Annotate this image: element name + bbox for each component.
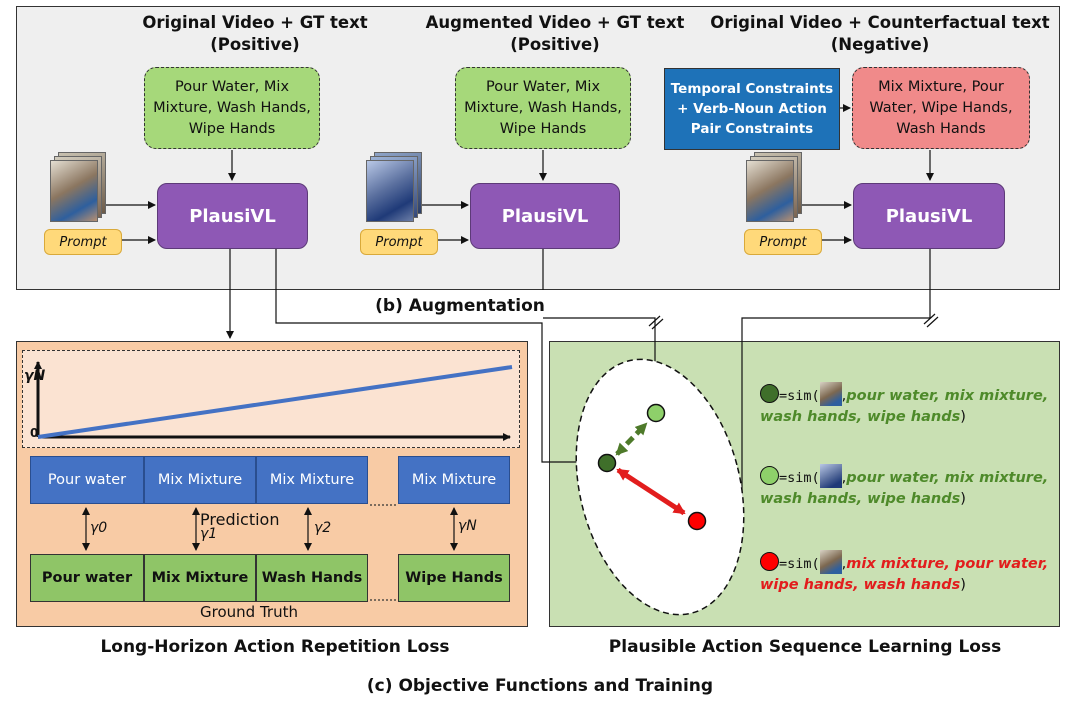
plausivl-model-3: PlausiVL — [853, 183, 1005, 249]
legend-row-augmented: =sim(,pour water, mix mixture, wash hand… — [760, 464, 1055, 510]
gamma-y-label: γN — [24, 368, 46, 384]
break-mark-1b — [651, 318, 664, 330]
constraints-box: Temporal Constraints + Verb-Noun Action … — [664, 68, 840, 150]
col3-counterfactual-text-box: Mix Mixture, Pour Water, Wipe Hands, Was… — [852, 67, 1030, 149]
original-video-thumbnail — [819, 382, 842, 406]
gamma-0: γ0 — [90, 520, 108, 536]
arrow-model1-to-embedding — [275, 249, 599, 466]
prediction-step-1: Pour water — [30, 456, 144, 504]
ground-truth-step-n: Wipe Hands — [398, 554, 510, 602]
embedding-space — [575, 358, 745, 616]
ground-truth-step-3: Wash Hands — [256, 554, 368, 602]
original-video-frames-2 — [746, 152, 802, 222]
prompt-box-2: Prompt — [360, 229, 438, 255]
augmented-video-thumbnail — [819, 464, 842, 488]
break-mark-2a — [923, 313, 936, 325]
ground-truth-label: Ground Truth — [200, 603, 298, 621]
gamma-n: γN — [458, 518, 477, 534]
light-green-point-icon — [760, 466, 779, 485]
ground-truth-step-1: Pour water — [30, 554, 144, 602]
augmentation-label: (b) Augmentation — [375, 296, 545, 316]
prediction-label: Prediction — [200, 510, 280, 529]
col3-title: Original Video + Counterfactual text(Neg… — [710, 13, 1050, 54]
ground-truth-step-2: Mix Mixture — [144, 554, 256, 602]
dark-green-point-icon — [760, 384, 779, 403]
plausivl-model-1: PlausiVL — [157, 183, 308, 249]
counterfactual-embedding-point — [687, 511, 707, 531]
sequence-loss-caption: Plausible Action Sequence Learning Loss — [608, 637, 1002, 657]
push-apart-arrow — [616, 467, 686, 516]
repetition-loss-caption: Long-Horizon Action Repetition Loss — [100, 637, 450, 657]
prompt-box-1: Prompt — [44, 229, 122, 255]
plausivl-model-2: PlausiVL — [470, 183, 620, 249]
legend-row-original: =sim(,pour water, mix mixture, wash hand… — [760, 382, 1055, 428]
augmented-embedding-point — [646, 403, 666, 423]
prediction-step-2: Mix Mixture — [144, 456, 256, 504]
original-embedding-point — [597, 453, 617, 473]
col1-gt-text-box: Pour Water, Mix Mixture, Wash Hands, Wip… — [144, 67, 320, 149]
plot-origin-label: 0 — [30, 426, 39, 440]
original-video-frames-1 — [50, 152, 106, 222]
prompt-box-3: Prompt — [744, 229, 822, 255]
col2-gt-text-box: Pour Water, Mix Mixture, Wash Hands, Wip… — [455, 67, 631, 149]
legend-row-counterfactual: =sim(,mix mixture, pour water, wipe hand… — [760, 550, 1055, 596]
prediction-step-n: Mix Mixture — [398, 456, 510, 504]
gamma-increasing-line — [37, 365, 513, 439]
col2-title: Augmented Video + GT text(Positive) — [425, 13, 685, 54]
col1-title: Original Video + GT text(Positive) — [142, 13, 368, 54]
break-mark-2b — [926, 316, 939, 328]
red-point-icon — [760, 552, 779, 571]
gamma-2: γ2 — [314, 520, 332, 536]
counterfactual-video-thumbnail — [819, 550, 842, 574]
figure-caption: (c) Objective Functions and Training — [366, 676, 714, 696]
arrow-model3-to-embedding — [707, 290, 931, 524]
break-mark-1a — [648, 315, 661, 327]
augmented-video-frames — [366, 152, 422, 222]
prediction-step-3: Mix Mixture — [256, 456, 368, 504]
gamma-plot-area — [22, 350, 520, 448]
pull-together-arrow — [615, 422, 648, 456]
gamma-1: γ1 — [200, 526, 218, 542]
